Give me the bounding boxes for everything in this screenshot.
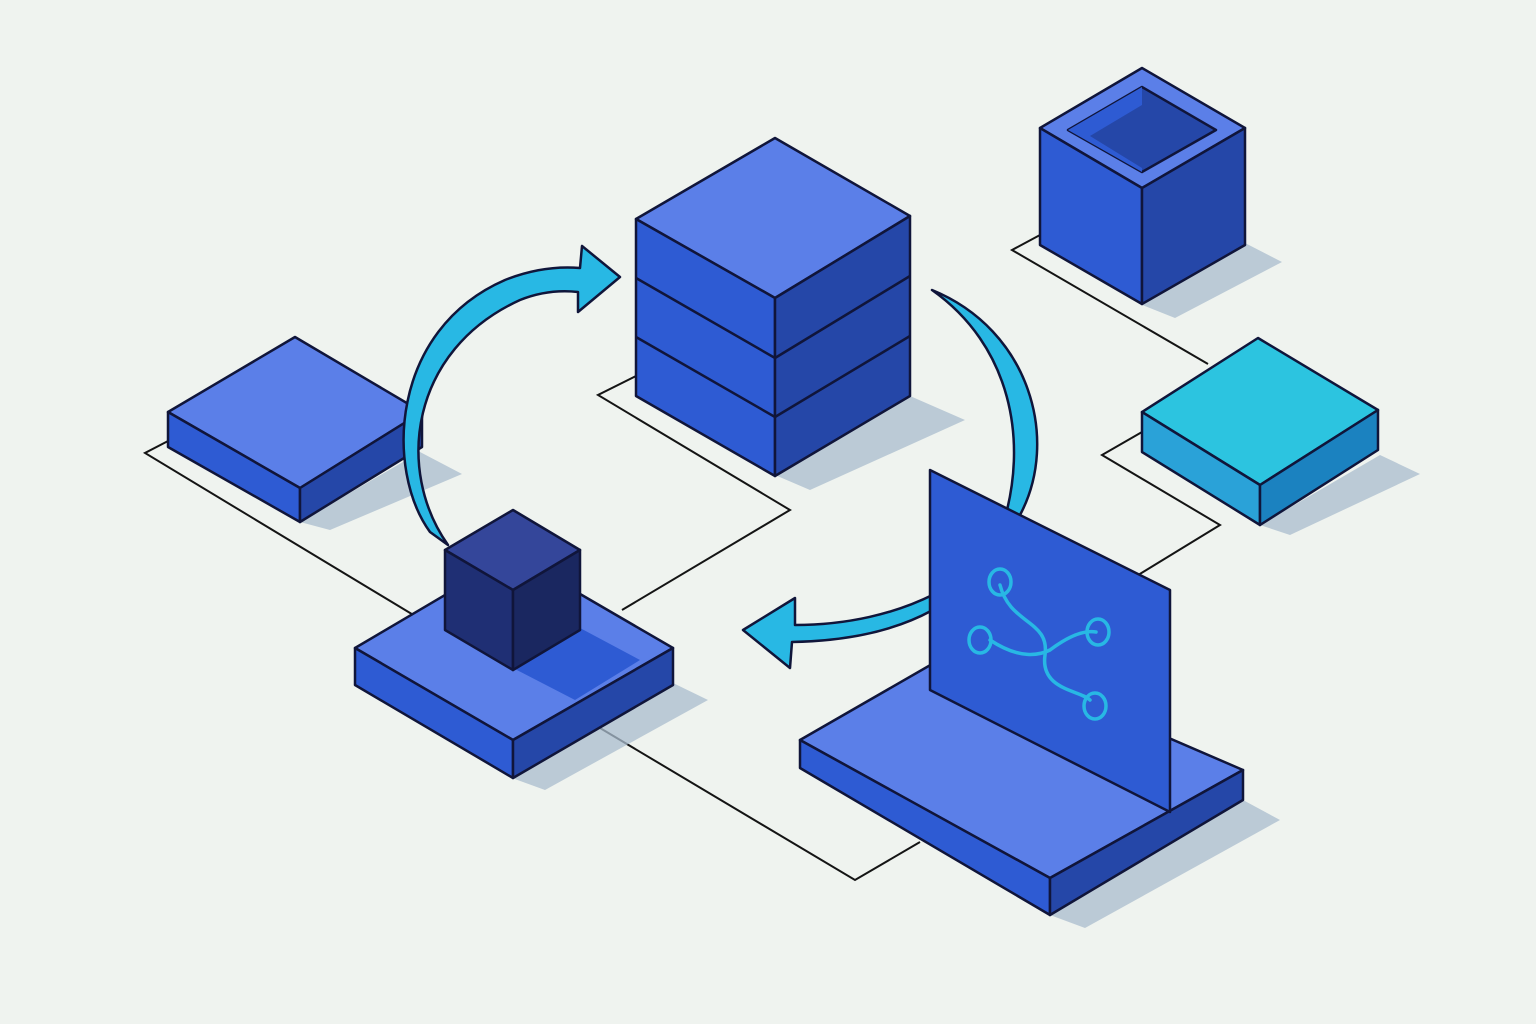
- cycle-arrow-down-shape: [741, 288, 1039, 670]
- left-flat-block: [166, 335, 424, 524]
- cycle-arrow-down: [741, 288, 1039, 670]
- platform-cube-shadow: [513, 628, 640, 700]
- left-flat-block-right: [298, 410, 424, 524]
- shadow-left-block: [300, 452, 462, 530]
- connector-left-block-to-platform: [142, 439, 431, 626]
- platform-with-cube: [353, 508, 675, 780]
- connector-platform-to-monitor: [599, 727, 921, 882]
- open-box-cavity-wall: [1068, 87, 1142, 172]
- cyan-flat-block: [1140, 336, 1380, 527]
- connector-box-to-cyan-block: [1009, 234, 1209, 365]
- open-box-right: [1140, 126, 1247, 306]
- shadow-monitor: [1050, 800, 1280, 928]
- platform-right: [511, 646, 675, 780]
- monitor-base-right: [1048, 768, 1245, 917]
- database-layer-line-1: [635, 274, 911, 360]
- connector-database-to-platform: [595, 375, 792, 611]
- database-layer-line-2: [635, 334, 911, 419]
- cyan-block-right: [1258, 408, 1380, 527]
- stacked-database-block: [634, 136, 912, 478]
- monitor-screen: [928, 468, 1172, 814]
- connector-lines: [142, 234, 1222, 882]
- shadow-cyan-block: [1260, 455, 1420, 535]
- shadow-platform: [512, 683, 708, 790]
- cycle-arrow-up-shape: [402, 244, 622, 547]
- shadow-open-box: [1140, 243, 1282, 318]
- open-top-box: [1038, 66, 1247, 306]
- shadow-database: [775, 396, 965, 490]
- cycle-arrow-up: [402, 244, 622, 547]
- flow-graph-icon: [967, 567, 1111, 721]
- ground-shadows: [300, 243, 1420, 928]
- dark-cube-right: [511, 548, 582, 672]
- monitor-panel: [798, 468, 1245, 917]
- connector-cyan-block-to-monitor: [1100, 431, 1222, 581]
